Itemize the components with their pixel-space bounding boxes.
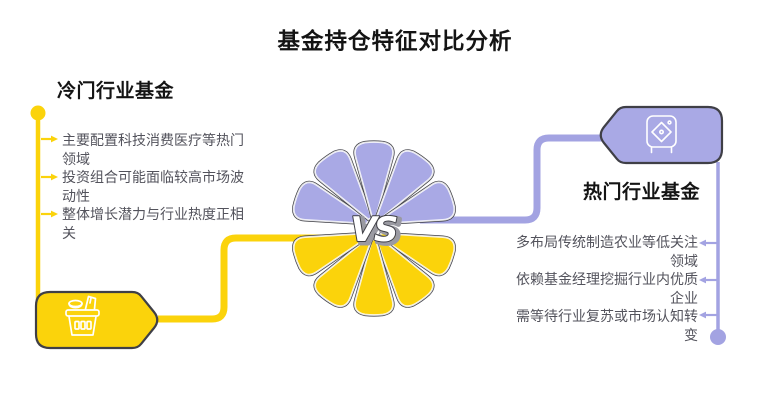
flower-petal xyxy=(314,149,373,221)
left-connector-elbow xyxy=(158,234,340,323)
vs-flower xyxy=(292,140,456,317)
left-section-heading: 冷门行业基金 xyxy=(57,81,175,102)
flower-petal xyxy=(292,181,370,225)
flower-petal xyxy=(375,149,434,221)
flower-petal xyxy=(375,236,434,308)
safe-vault-icon xyxy=(646,115,677,154)
left-bullet-list: 主要配置科技消费医疗等热门领域 投资组合可能面临较高市场波动性 整体增长潜力与行… xyxy=(62,131,249,242)
right-bullet-2: 依赖基金经理挖掘行业内优质企业 xyxy=(516,271,698,306)
left-bullet-tick-1 xyxy=(41,135,58,143)
right-bullet-tick-2 xyxy=(699,276,718,284)
left-bullet-2: 投资组合可能面临较高市场波动性 xyxy=(62,169,244,204)
shopping-basket-icon xyxy=(65,295,100,336)
flower-petal xyxy=(292,232,370,276)
right-badge xyxy=(599,105,724,165)
left-timeline-dot xyxy=(30,105,46,121)
left-bullet-tick-2 xyxy=(41,173,58,181)
right-bullet-tick-3 xyxy=(699,311,718,319)
left-bullet-tick-3 xyxy=(41,210,58,218)
right-section-heading: 热门行业基金 xyxy=(582,182,700,203)
page-title: 基金持仓特征对比分析 xyxy=(277,29,513,54)
right-bullet-tick-1 xyxy=(699,239,718,247)
left-badge xyxy=(34,290,159,350)
left-bullet-1: 主要配置科技消费医疗等热门领域 xyxy=(62,132,244,167)
flower-petal xyxy=(314,236,373,308)
flower-petal xyxy=(378,181,456,225)
right-bullet-list: 多布局传统制造农业等低关注领域 依赖基金经理挖掘行业内优质企业 需等待行业复苏或… xyxy=(511,233,698,344)
flower-petal xyxy=(378,232,456,276)
left-bullet-3: 整体增长潜力与行业热度正相关 xyxy=(62,206,244,241)
right-timeline-dot xyxy=(710,329,726,345)
right-bullet-3: 需等待行业复苏或市场认知转变 xyxy=(516,308,698,343)
right-bullet-1: 多布局传统制造农业等低关注领域 xyxy=(516,234,698,269)
vs-label: VS xyxy=(351,210,397,250)
right-connector-elbow xyxy=(420,134,606,224)
vs-label-shadow: VS xyxy=(354,212,400,252)
flower-petal xyxy=(354,238,394,316)
flower-petal xyxy=(354,141,394,219)
